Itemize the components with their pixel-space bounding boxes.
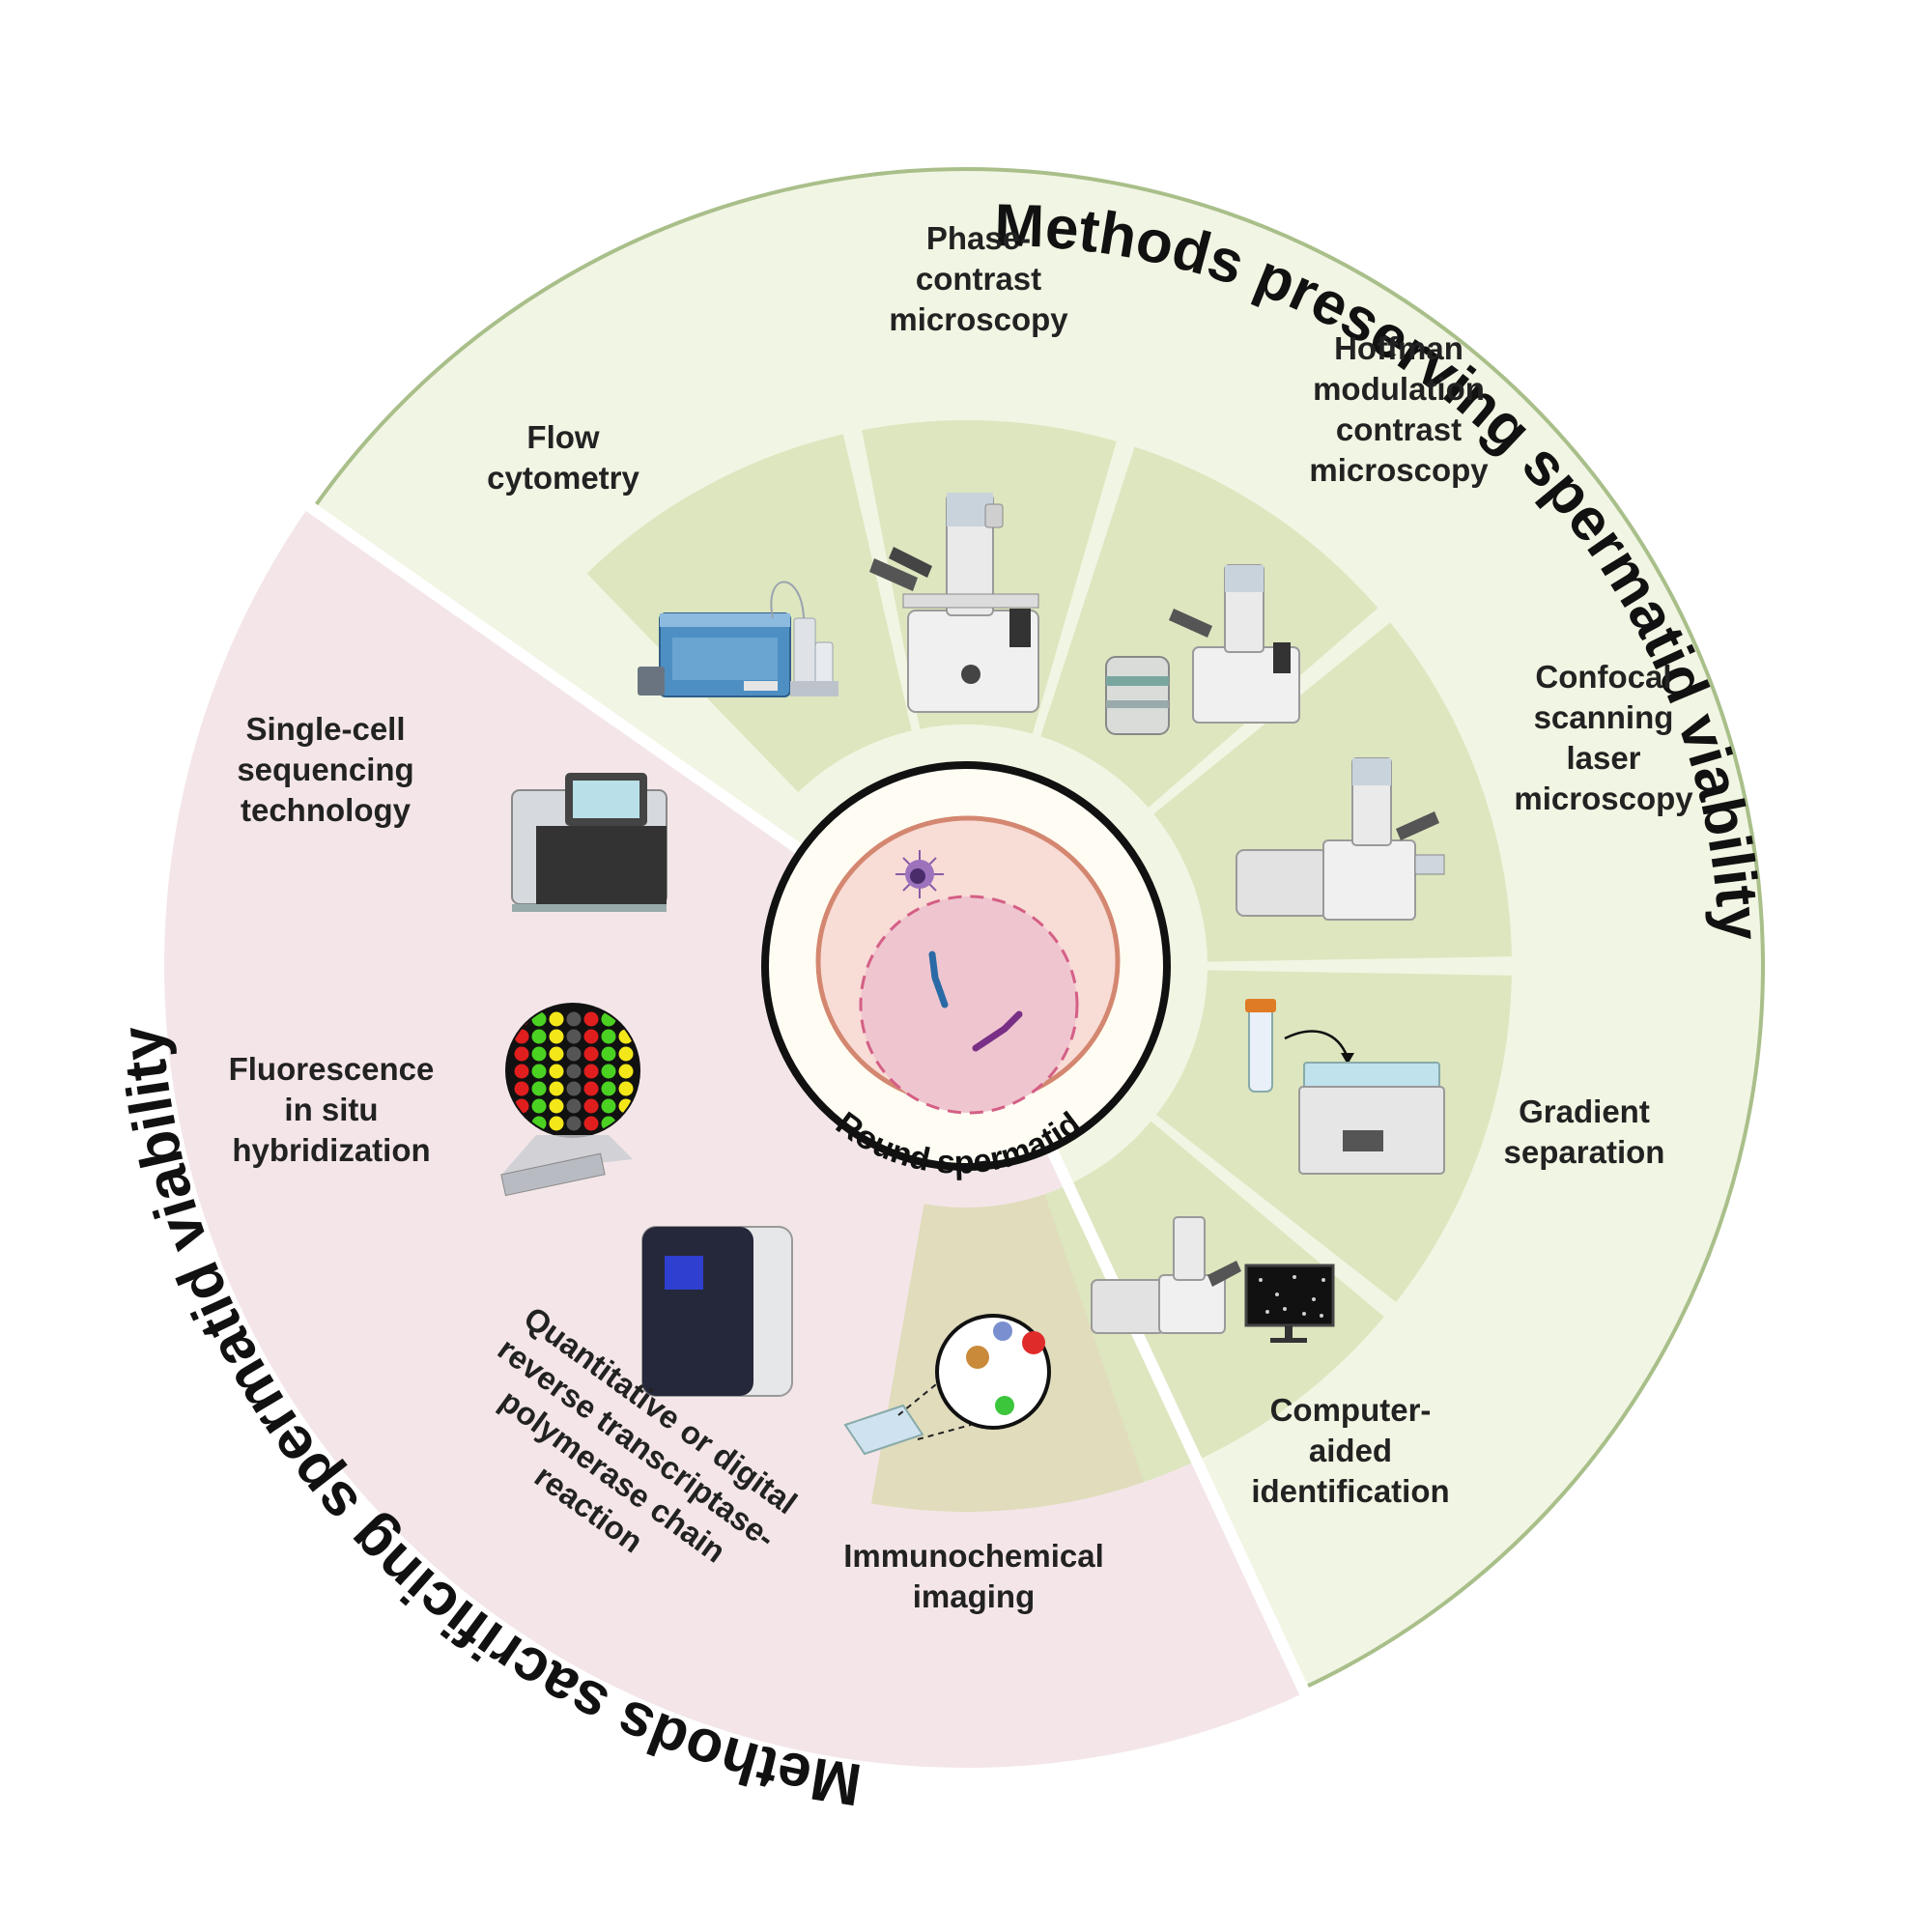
microarray-dot — [514, 1064, 529, 1079]
confocal-label: Confocal scanning laser microscopy — [1514, 659, 1693, 816]
gradient-label-line: Gradient — [1519, 1094, 1650, 1129]
microarray-dot — [549, 1081, 564, 1096]
single-cell-label-line: technology — [241, 792, 412, 828]
fish-microarray-icon — [500, 1003, 640, 1197]
computer-aided-label-line: aided — [1309, 1433, 1392, 1468]
microarray-dot — [566, 1081, 582, 1096]
microarray-dot — [566, 1098, 582, 1114]
microarray-dot — [531, 1029, 547, 1044]
flow-cytometry-label-line: Flow — [526, 419, 599, 455]
confocal-label-line: Confocal — [1535, 659, 1671, 695]
flow-cytometer-icon — [638, 581, 838, 697]
microarray-dot — [549, 1029, 564, 1044]
gradient-separation-icon — [1245, 999, 1445, 1175]
microarray-dot — [583, 1029, 599, 1044]
hoffman-label-line: modulation — [1313, 371, 1485, 407]
microarray-dot — [601, 1046, 616, 1062]
single-cell-label-line: sequencing — [237, 752, 413, 787]
single-cell-label: Single-cell sequencing technology — [237, 711, 413, 828]
immunochemical-imaging-icon — [843, 1314, 1051, 1456]
microarray-dot — [566, 1011, 582, 1027]
microarray-dot — [549, 1116, 564, 1131]
phase-contrast-label-line: contrast — [916, 261, 1041, 297]
microarray-dot — [566, 1046, 582, 1062]
flow-cytometry-label: Flow cytometry — [487, 419, 639, 496]
microarray-dot — [618, 1081, 634, 1096]
microarray-dot — [601, 1064, 616, 1079]
confocal-label-line: microscopy — [1514, 781, 1693, 816]
microarray-dot — [549, 1046, 564, 1062]
microarray-dot — [549, 1011, 564, 1027]
microarray-dot — [549, 1064, 564, 1079]
microarray-dot — [566, 1116, 582, 1131]
microarray-dot — [583, 1098, 599, 1114]
phase-contrast-label-line: Phase- — [926, 220, 1031, 256]
microarray-dot — [566, 1029, 582, 1044]
sector-separators — [301, 498, 1313, 1700]
immunochemical-label-line: imaging — [913, 1578, 1036, 1614]
confocal-label-line: laser — [1566, 740, 1640, 776]
microarray-dot — [514, 1081, 529, 1096]
microarray-dot — [601, 1029, 616, 1044]
microarray-dot — [618, 1046, 634, 1062]
hoffman-label: Hoffman modulation contrast microscopy — [1309, 330, 1489, 488]
phase-contrast-label: Phase-contrast microscopy — [889, 220, 1068, 337]
microarray-dot — [583, 1046, 599, 1062]
microarray-dot — [583, 1081, 599, 1096]
microarray-dot — [583, 1064, 599, 1079]
computer-aided-label-line: Computer- — [1270, 1392, 1432, 1428]
phase-contrast-microscope-icon — [869, 493, 1039, 713]
hoffman-label-line: Hoffman — [1334, 330, 1463, 366]
microarray-dot — [583, 1011, 599, 1027]
microarray-dot — [583, 1116, 599, 1131]
separator-lower-right — [1046, 1147, 1313, 1700]
gradient-label: Gradient separation — [1504, 1094, 1665, 1170]
confocal-label-line: scanning — [1534, 699, 1674, 735]
single-cell-sequencer-icon — [511, 773, 668, 912]
phase-contrast-label-line: microscopy — [889, 301, 1068, 337]
hoffman-label-line: microscopy — [1309, 452, 1489, 488]
round-spermatid-center: Round spermatid — [761, 761, 1171, 1181]
gradient-label-line: separation — [1504, 1134, 1665, 1170]
chromosome-blue — [928, 951, 949, 1009]
microarray-dot — [531, 1046, 547, 1062]
microarray-dot — [549, 1098, 564, 1114]
microarray-dot — [514, 1046, 529, 1062]
flow-cytometry-label-line: cytometry — [487, 460, 639, 496]
fish-label: Fluorescence in situ hybridization — [229, 1051, 435, 1168]
confocal-microscope-icon — [1236, 757, 1445, 921]
single-cell-label-line: Single-cell — [245, 711, 405, 747]
chromosome-purple — [972, 1010, 1023, 1052]
microarray-dot — [601, 1081, 616, 1096]
fish-label-line: hybridization — [232, 1132, 430, 1168]
fish-label-line: in situ — [284, 1092, 378, 1127]
computer-aided-label-line: identification — [1251, 1473, 1449, 1509]
acrosome-icon — [895, 850, 944, 898]
cell-nucleus — [859, 895, 1079, 1115]
hoffman-microscope-icon — [1105, 564, 1300, 735]
microarray-dot — [531, 1064, 547, 1079]
pcr-machine-icon — [641, 1226, 793, 1397]
computer-aided-label: Computer-aided identification — [1251, 1392, 1449, 1509]
fish-label-line: Fluorescence — [229, 1051, 435, 1087]
microarray-dot — [531, 1081, 547, 1096]
hoffman-label-line: contrast — [1336, 412, 1462, 447]
microarray-dot — [531, 1098, 547, 1114]
microarray-dot — [618, 1064, 634, 1079]
computer-aided-identification-icon — [1091, 1216, 1335, 1343]
microarray-dot — [601, 1098, 616, 1114]
immunochemical-label: Immunochemical imaging — [843, 1538, 1104, 1614]
immunochemical-label-line: Immunochemical — [843, 1538, 1104, 1574]
separator-upper-left — [301, 498, 804, 855]
microarray-dot — [566, 1064, 582, 1079]
